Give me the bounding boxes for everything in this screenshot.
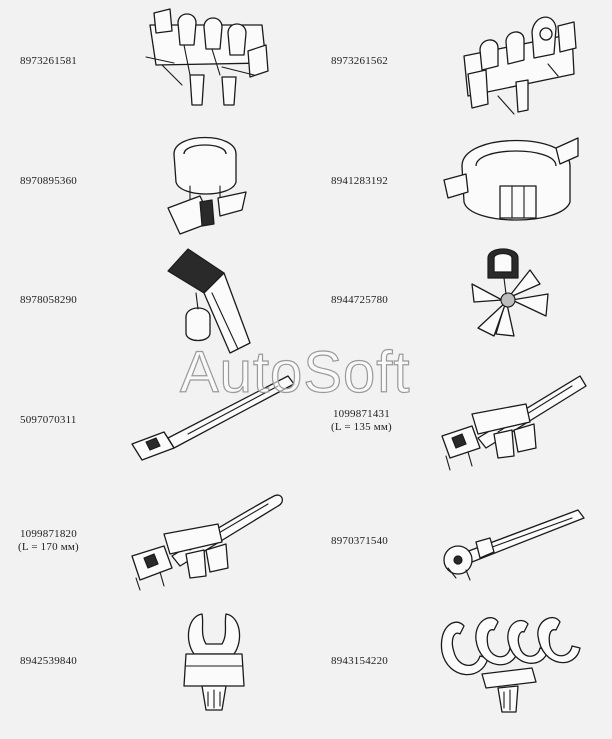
part-number-text: 8973261562 [331,55,388,67]
part-number-text: 8978058290 [20,294,77,306]
part-number-text: 5097070311 [20,414,77,426]
part-length-note: (L = 135 мм) [331,421,392,433]
multi-hook-holder-icon [436,612,582,716]
part-number-8978058290: 8978058290 [20,294,77,307]
part-number-text: 1099871820 [19,528,77,540]
part-number-text: 8943154220 [331,655,388,667]
part-number-8970371540: 8970371540 [331,535,388,548]
part-number-1099871431: 1099871431 (L = 135 мм) [331,408,392,434]
part-length-note: (L = 170 мм) [18,541,79,553]
part-number-text: 8941283192 [331,175,388,187]
ring-clamp-icon [160,124,250,238]
part-number-8973261581: 8973261581 [20,55,77,68]
part-number-text: 1099871431 [332,408,390,420]
part-number-8973261562: 8973261562 [331,55,388,68]
part-number-text: 8944725780 [331,294,388,306]
flower-clip-icon [466,244,556,354]
push-clip-icon [180,610,248,714]
part-number-1099871820: 1099871820 (L = 170 мм) [18,528,79,554]
multi-clip-holder-icon [142,5,272,115]
edge-clip-icon [160,243,254,355]
part-number-8944725780: 8944725780 [331,294,388,307]
cable-tie-icon [128,372,298,464]
part-number-8970895360: 8970895360 [20,175,77,188]
cable-tie-with-mount-icon [128,490,286,594]
multi-clip-holder-icon [458,4,580,122]
cable-tie-with-mount-icon [438,372,590,472]
part-number-8942539840: 8942539840 [20,655,77,668]
part-number-text: 8970895360 [20,175,77,187]
part-number-text: 8973261581 [20,55,77,67]
part-number-text: 8970371540 [331,535,388,547]
part-number-8943154220: 8943154220 [331,655,388,668]
part-number-5097070311: 5097070311 [20,414,77,427]
cable-tie-with-push-mount-icon [436,506,588,582]
part-number-8941283192: 8941283192 [331,175,388,188]
part-number-text: 8942539840 [20,655,77,667]
open-ring-clamp-icon [440,126,582,234]
